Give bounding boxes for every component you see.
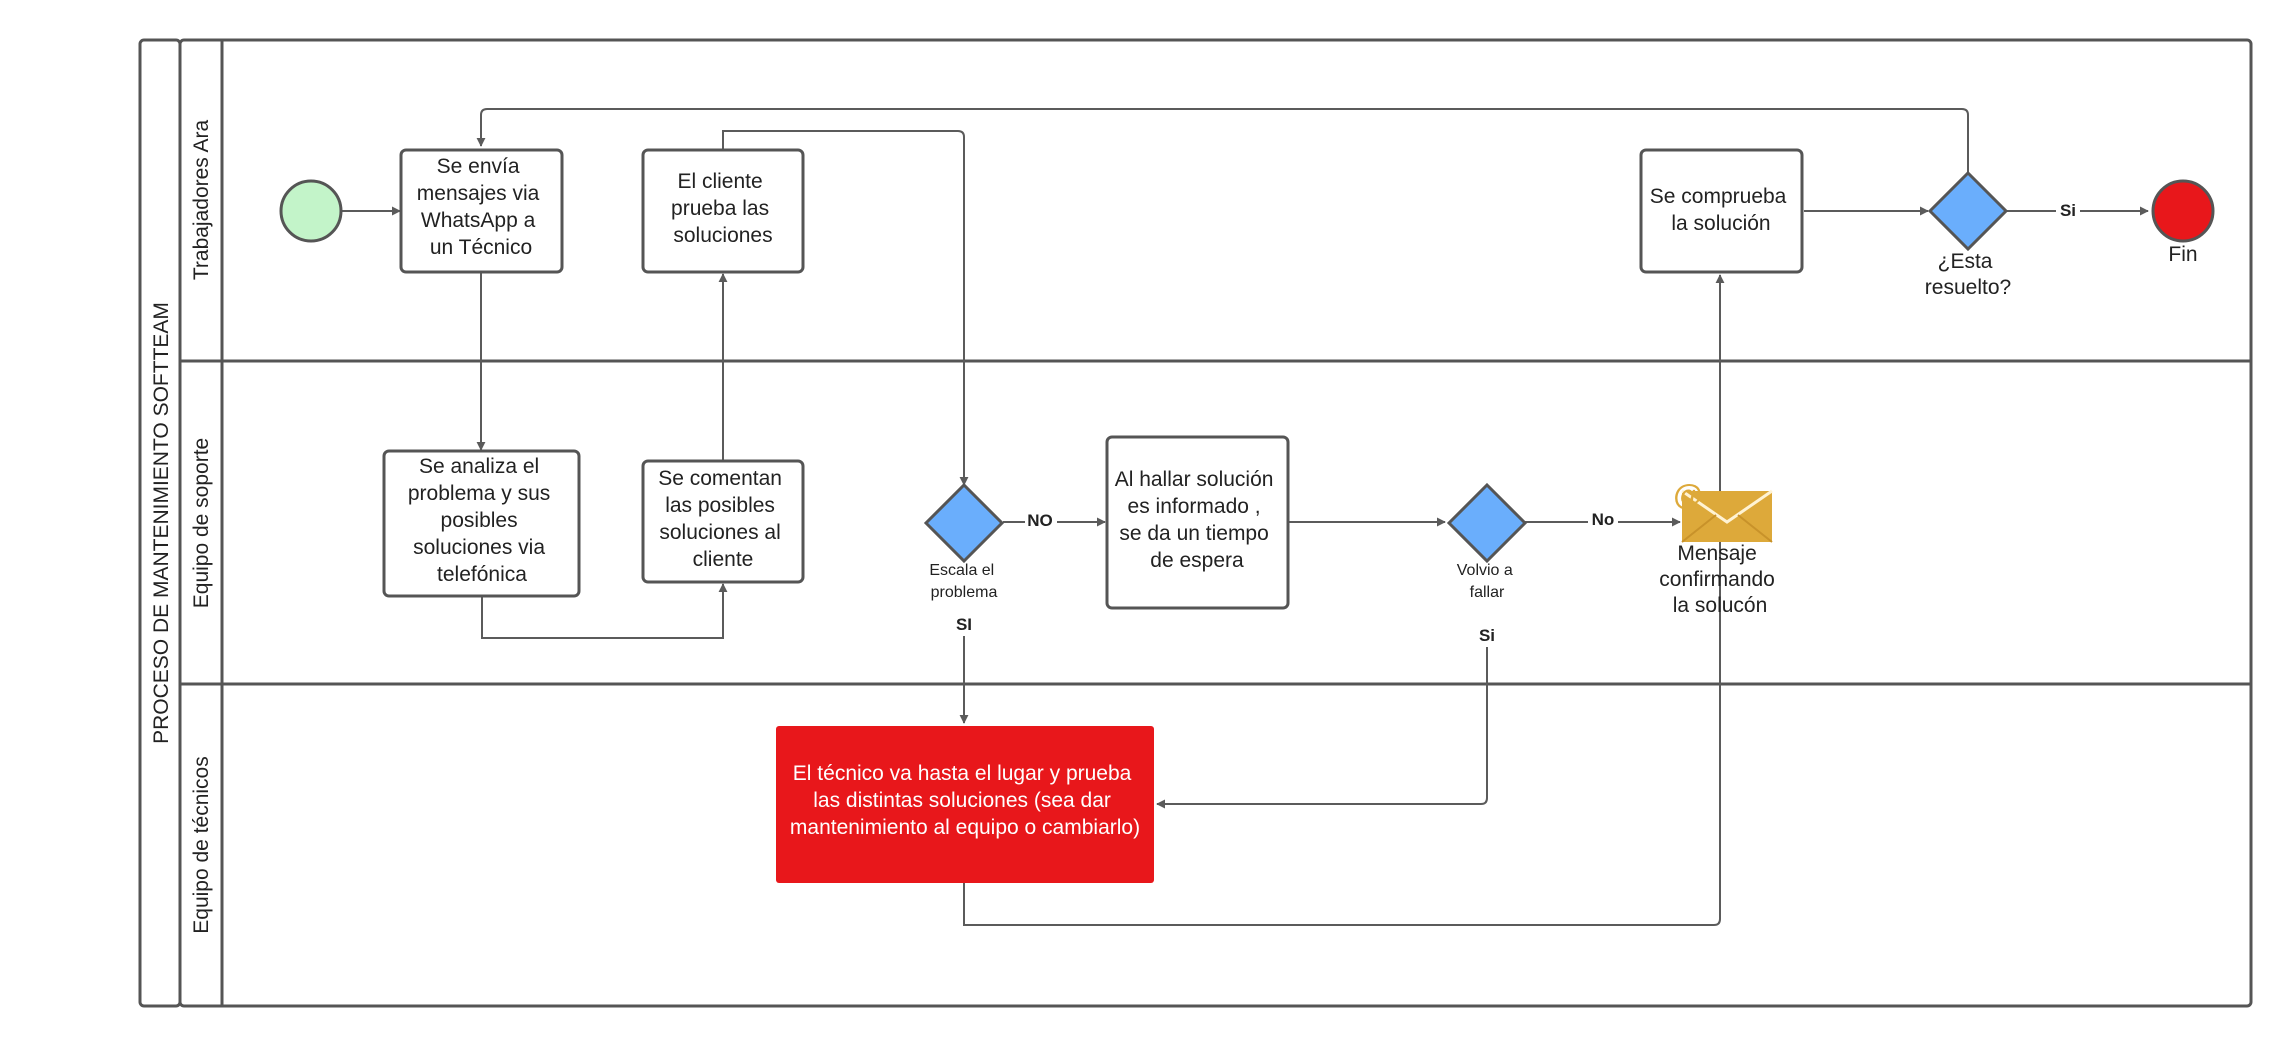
edge-labels: Si NO SI No Si: [953, 200, 2080, 647]
task-tiempo-espera-label: Al hallar solución es informado , se da …: [1115, 468, 1280, 572]
gateway-escala-label: Escala el problema: [929, 562, 998, 601]
task-tecnico-va-label: El técnico va hasta el lugar y prueba la…: [790, 762, 1140, 839]
gateways: ¿Esta resuelto? Escala el problema Volvi…: [923, 170, 2011, 601]
edge-label-no-escala: NO: [1027, 511, 1053, 530]
task-comprueba-label: Se comprueba la solución: [1650, 185, 1792, 235]
flow-tecnico-to-comprueba: [963, 274, 1725, 926]
task-tecnico-va: [776, 726, 1154, 883]
tasks: Se envía mensajes via WhatsApp a un Técn…: [382, 148, 1804, 883]
pool-body: [178, 38, 2253, 1008]
flow-volvio-si-to-tecnico: [1156, 628, 1488, 809]
end-event-label: Fin: [2168, 243, 2197, 266]
lane-label-trabajadores: Trabajadores Ara: [190, 120, 213, 281]
task-comprueba: [1639, 148, 1804, 274]
task-analiza: [382, 449, 581, 598]
flow-analiza-to-comentan: [481, 583, 728, 639]
edge-label-si-escala: SI: [956, 615, 972, 634]
pool: PROCESO DE MANTENIMIENTO SOFTTEAM Trabaj…: [138, 38, 2253, 1008]
gateway-resuelto: [1927, 170, 2009, 252]
gateway-resuelto-label: ¿Esta resuelto?: [1925, 250, 2011, 299]
edge-label-si-resuelto: Si: [2060, 201, 2076, 220]
flow-resuelto-no-to-enviar: [476, 108, 1969, 173]
task-comentan-label: Se comentan las posibles soluciones al c…: [658, 467, 788, 571]
task-analiza-label: Se analiza el problema y sus posibles so…: [408, 455, 556, 586]
at-sign-icon: @: [1673, 479, 1702, 512]
edge-label-si-volvio: Si: [1479, 626, 1495, 645]
message-event-label: Mensaje confirmando la solucón: [1659, 542, 1780, 617]
lane-label-soporte: Equipo de soporte: [190, 438, 213, 608]
lane-label-tecnicos: Equipo de técnicos: [190, 756, 213, 933]
sequence-flows: [342, 108, 2149, 926]
start-event: [279, 179, 343, 243]
end-event: [2151, 179, 2215, 243]
message-event: @ Mensaje confirmando la solucón: [1659, 479, 1780, 617]
pool-title: PROCESO DE MANTENIMIENTO SOFTTEAM: [150, 302, 173, 744]
task-cliente-prueba: [641, 148, 805, 274]
task-cliente-prueba-label: El cliente prueba las soluciones: [671, 170, 775, 247]
task-comentan: [641, 459, 805, 584]
gateway-volvio: [1446, 482, 1528, 564]
task-tiempo-espera: [1105, 435, 1290, 610]
events: Fin: [279, 179, 2215, 266]
gateway-volvio-label: Volvio a fallar: [1457, 562, 1518, 601]
gateway-escala: [923, 482, 1005, 564]
edge-label-no-volvio: No: [1592, 510, 1615, 529]
task-enviar-mensajes-label: Se envía mensajes via WhatsApp a un Técn…: [417, 155, 545, 259]
task-enviar-mensajes: [399, 148, 564, 274]
flow-cliente-to-escala: [722, 130, 969, 486]
envelope-icon: @: [1673, 479, 1773, 543]
